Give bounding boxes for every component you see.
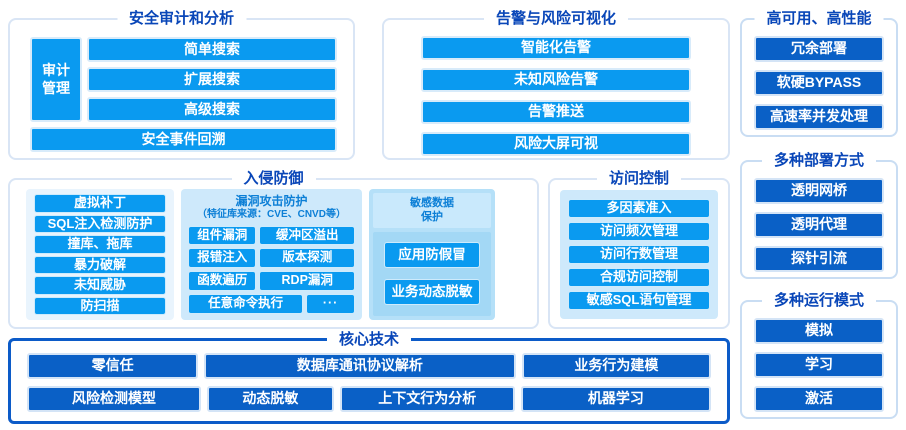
- feature-bar: 软硬BYPASS: [754, 70, 884, 96]
- feature-bar: 版本探测: [259, 248, 355, 269]
- feature-bar: 访问频次管理: [568, 222, 710, 241]
- feature-bar: 透明代理: [754, 212, 884, 238]
- box-title-run-modes: 多种运行模式: [761, 291, 877, 311]
- feature-bar: 简单搜索: [87, 37, 337, 62]
- feature-bar: 激活: [754, 386, 884, 412]
- box-security-audit: 安全审计和分析 审计 管理 简单搜索 扩展搜索 高级搜索 安全事件回溯: [8, 9, 355, 160]
- vuln-grid-row: 报错注入 版本探测: [188, 248, 355, 269]
- box-high-availability: 高可用、高性能 冗余部署 软硬BYPASS 高速率并发处理: [740, 9, 898, 137]
- box-title-access-control: 访问控制: [596, 169, 682, 189]
- box-intrusion-prevention: 入侵防御 虚拟补丁 SQL注入检测防护 撞库、拖库 暴力破解 未知威胁 防扫描 …: [8, 169, 539, 329]
- vuln-grid: 组件漏洞 缓冲区溢出 报错注入 版本探测 函数遍历 RDP漏洞 任意命令执行 ·…: [188, 225, 355, 314]
- core-row-1: 零信任 数据库通讯协议解析 业务行为建模: [27, 353, 711, 379]
- feature-bar: 报错注入: [188, 248, 257, 269]
- box-alert-visualization: 告警与风险可视化 智能化告警 未知风险告警 告警推送 风险大屏可视: [382, 9, 730, 160]
- security-audit-top: 审计 管理 简单搜索 扩展搜索 高级搜索: [30, 37, 337, 122]
- box-title-core-technology: 核心技术: [326, 330, 412, 350]
- feature-bar: 未知风险告警: [421, 68, 691, 92]
- vulnerability-protection-panel: 漏洞攻击防护 （特征库来源：CVE、CNVD等） 组件漏洞 缓冲区溢出 报错注入…: [181, 189, 362, 320]
- feature-bar: 透明网桥: [754, 178, 884, 204]
- alert-visualization-content: 智能化告警 未知风险告警 告警推送 风险大屏可视: [384, 20, 728, 156]
- feature-bar: 业务动态脱敏: [384, 279, 480, 306]
- audit-search-stack: 简单搜索 扩展搜索 高级搜索: [87, 37, 337, 122]
- vuln-panel-subheader: （特征库来源：CVE、CNVD等）: [197, 209, 346, 220]
- sensitive-data-body: 应用防假冒 业务动态脱敏: [373, 231, 491, 316]
- feature-bar: 扩展搜索: [87, 67, 337, 92]
- box-title-intrusion-prevention: 入侵防御: [231, 169, 316, 189]
- box-deployment-methods: 多种部署方式 透明网桥 透明代理 探针引流: [740, 151, 898, 279]
- feature-bar: 智能化告警: [421, 36, 691, 60]
- feature-bar: 业务行为建模: [521, 353, 711, 379]
- box-title-deployment-methods: 多种部署方式: [761, 151, 877, 171]
- feature-bar: 动态脱敏: [206, 386, 334, 412]
- sensitive-data-header: 敏感数据 保护: [373, 193, 491, 228]
- box-run-modes: 多种运行模式 模拟 学习 激活: [740, 291, 898, 419]
- feature-bar: RDP漏洞: [259, 271, 355, 292]
- feature-bar: 任意命令执行: [188, 294, 304, 314]
- box-access-control: 访问控制 多因素准入 访问频次管理 访问行数管理 合规访问控制 敏感SQL语句管…: [548, 169, 730, 329]
- sensitive-data-panel: 敏感数据 保护 应用防假冒 业务动态脱敏: [369, 189, 495, 320]
- feature-bar: SQL注入检测防护: [34, 214, 166, 233]
- feature-bar: 告警推送: [421, 100, 691, 124]
- intrusion-prevention-content: 虚拟补丁 SQL注入检测防护 撞库、拖库 暴力破解 未知威胁 防扫描 漏洞攻击防…: [10, 180, 537, 320]
- feature-bar: 探针引流: [754, 246, 884, 272]
- feature-bar: 安全事件回溯: [30, 127, 337, 152]
- feature-bar: 敏感SQL语句管理: [568, 291, 710, 310]
- box-title-security-audit: 安全审计和分析: [116, 9, 247, 29]
- feature-bar: 上下文行为分析: [339, 386, 515, 412]
- ellipsis-more-bar: ···: [306, 294, 355, 314]
- vuln-panel-header: 漏洞攻击防护: [235, 194, 308, 208]
- feature-bar: 风险大屏可视: [421, 132, 691, 156]
- high-availability-content: 冗余部署 软硬BYPASS 高速率并发处理: [742, 20, 896, 130]
- feature-bar: 零信任: [27, 353, 199, 379]
- feature-bar: 组件漏洞: [188, 225, 257, 246]
- run-modes-content: 模拟 学习 激活: [742, 302, 896, 412]
- box-core-technology: 核心技术 零信任 数据库通讯协议解析 业务行为建模 风险检测模型 动态脱敏 上下…: [8, 330, 730, 424]
- core-technology-content: 零信任 数据库通讯协议解析 业务行为建模 风险检测模型 动态脱敏 上下文行为分析…: [11, 341, 727, 412]
- feature-bar: 未知威胁: [34, 276, 166, 295]
- feature-bar: 冗余部署: [754, 36, 884, 62]
- feature-bar: 数据库通讯协议解析: [204, 353, 516, 379]
- feature-bar: 访问行数管理: [568, 245, 710, 264]
- vuln-grid-row: 任意命令执行 ···: [188, 294, 355, 314]
- feature-bar: 函数遍历: [188, 271, 257, 292]
- feature-bar: 防扫描: [34, 296, 166, 315]
- security-audit-content: 审计 管理 简单搜索 扩展搜索 高级搜索 安全事件回溯: [10, 20, 353, 152]
- intrusion-threat-panel: 虚拟补丁 SQL注入检测防护 撞库、拖库 暴力破解 未知威胁 防扫描: [26, 189, 174, 320]
- feature-bar: 风险检测模型: [27, 386, 201, 412]
- feature-bar: 高级搜索: [87, 97, 337, 122]
- box-title-alert-visualization: 告警与风险可视化: [483, 9, 629, 29]
- vuln-grid-row: 函数遍历 RDP漏洞: [188, 271, 355, 292]
- feature-bar: 多因素准入: [568, 199, 710, 218]
- audit-management-label: 审计 管理: [30, 37, 82, 122]
- feature-bar: 缓冲区溢出: [259, 225, 355, 246]
- feature-bar: 暴力破解: [34, 255, 166, 274]
- feature-bar: 虚拟补丁: [34, 194, 166, 213]
- vuln-grid-row: 组件漏洞 缓冲区溢出: [188, 225, 355, 246]
- feature-bar: 撞库、拖库: [34, 235, 166, 254]
- feature-bar: 合规访问控制: [568, 268, 710, 287]
- deployment-content: 透明网桥 透明代理 探针引流: [742, 162, 896, 272]
- feature-bar: 高速率并发处理: [754, 104, 884, 130]
- feature-bar: 学习: [754, 352, 884, 378]
- core-row-2: 风险检测模型 动态脱敏 上下文行为分析 机器学习: [27, 386, 711, 412]
- box-title-high-availability: 高可用、高性能: [754, 9, 884, 29]
- access-control-panel: 多因素准入 访问频次管理 访问行数管理 合规访问控制 敏感SQL语句管理: [560, 190, 718, 319]
- feature-bar: 模拟: [754, 318, 884, 344]
- feature-bar: 应用防假冒: [384, 242, 480, 269]
- feature-bar: 机器学习: [520, 386, 711, 412]
